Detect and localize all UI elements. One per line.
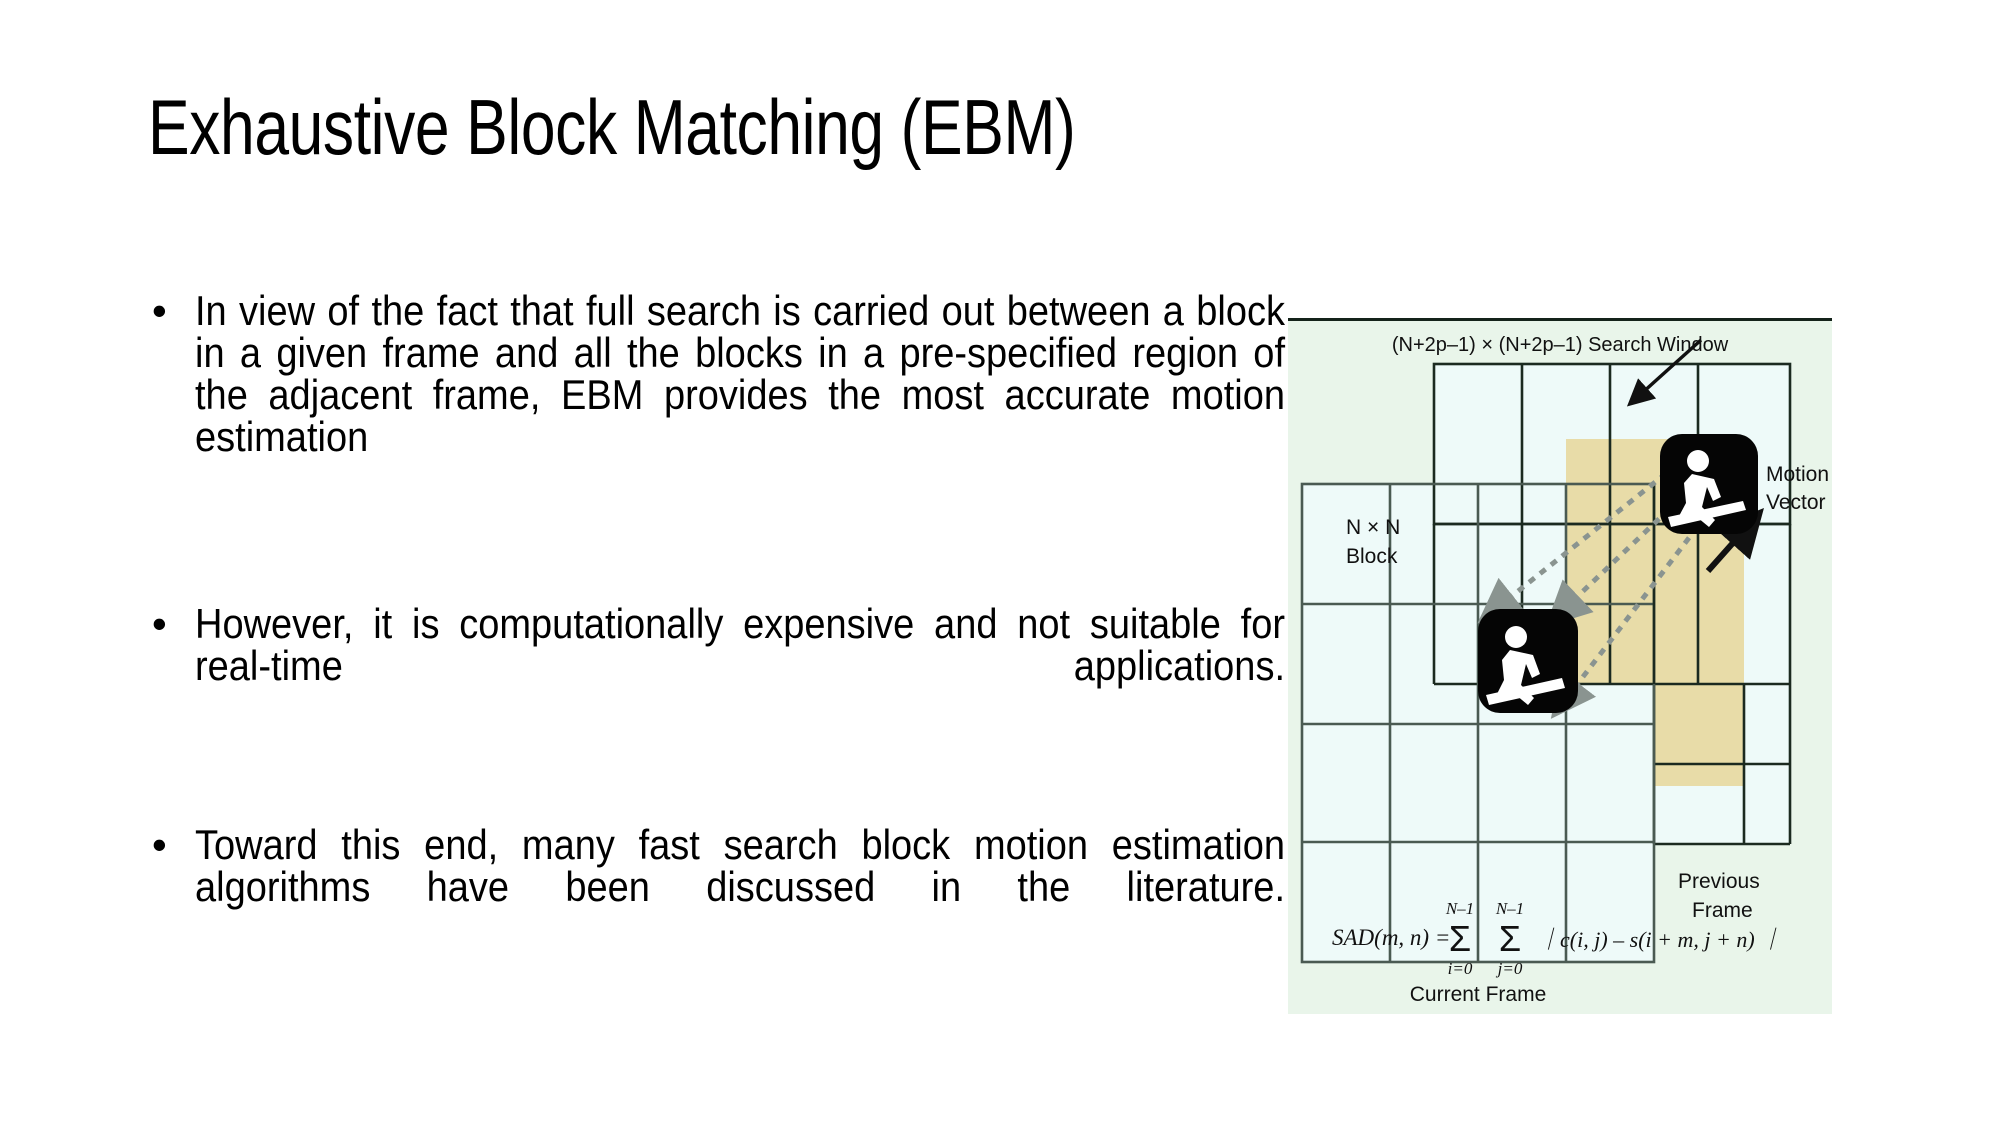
list-item-text: In view of the fact that full search is …	[195, 287, 1286, 460]
sad-sum1-lower: i=0	[1448, 959, 1473, 978]
list-item: • Toward this end, many fast search bloc…	[140, 824, 1285, 950]
sad-formula-body: ｜c(i, j) – s(i + m, j + n) ｜	[1538, 927, 1782, 952]
sad-formula-lhs: SAD(m, n) =	[1332, 925, 1450, 950]
sad-formula: SAD(m, n) = N–1 Σ i=0 N–1 Σ j=0 ｜c(i, j)…	[1332, 899, 1782, 978]
search-window-pointer-arrow	[1626, 338, 1703, 407]
sad-sum2-upper: N–1	[1495, 899, 1524, 918]
bullet-marker-icon: •	[152, 821, 167, 868]
motion-vector-label-line1: Motion	[1766, 463, 1829, 486]
sad-sum1-upper: N–1	[1445, 899, 1474, 918]
bullet-marker-icon: •	[152, 287, 167, 334]
current-frame-label: Current Frame	[1410, 983, 1547, 1006]
nxn-block-label-line2: Block	[1346, 545, 1398, 568]
page-title: Exhaustive Block Matching (EBM)	[148, 83, 1076, 171]
search-window-label: (N+2p–1) × (N+2p–1) Search Window	[1392, 334, 1729, 356]
motion-vector-label-line2: Vector	[1766, 491, 1826, 514]
sad-sigma-2-icon: Σ	[1499, 918, 1521, 959]
snowboarder-icon-current	[1478, 609, 1578, 713]
block-matching-diagram: (N+2p–1) × (N+2p–1) Search Window N × N …	[1288, 318, 1832, 1014]
list-item: • However, it is computationally expensi…	[140, 603, 1285, 729]
sad-sigma-1-icon: Σ	[1449, 918, 1471, 959]
sad-sum2-lower: j=0	[1496, 959, 1523, 978]
snowboarder-icon-previous	[1660, 434, 1758, 534]
previous-frame-label-line1: Previous	[1678, 870, 1760, 893]
bullet-marker-icon: •	[152, 600, 167, 647]
list-item: • In view of the fact that full search i…	[140, 290, 1285, 500]
list-item-text: However, it is computationally expensive…	[195, 600, 1286, 689]
nxn-block-label-line1: N × N	[1346, 516, 1400, 539]
bullet-list: • In view of the fact that full search i…	[140, 290, 1285, 950]
previous-frame-label-line2: Frame	[1692, 899, 1753, 922]
diagram-canvas: (N+2p–1) × (N+2p–1) Search Window N × N …	[1288, 321, 1832, 1014]
list-item-text: Toward this end, many fast search block …	[195, 821, 1286, 910]
